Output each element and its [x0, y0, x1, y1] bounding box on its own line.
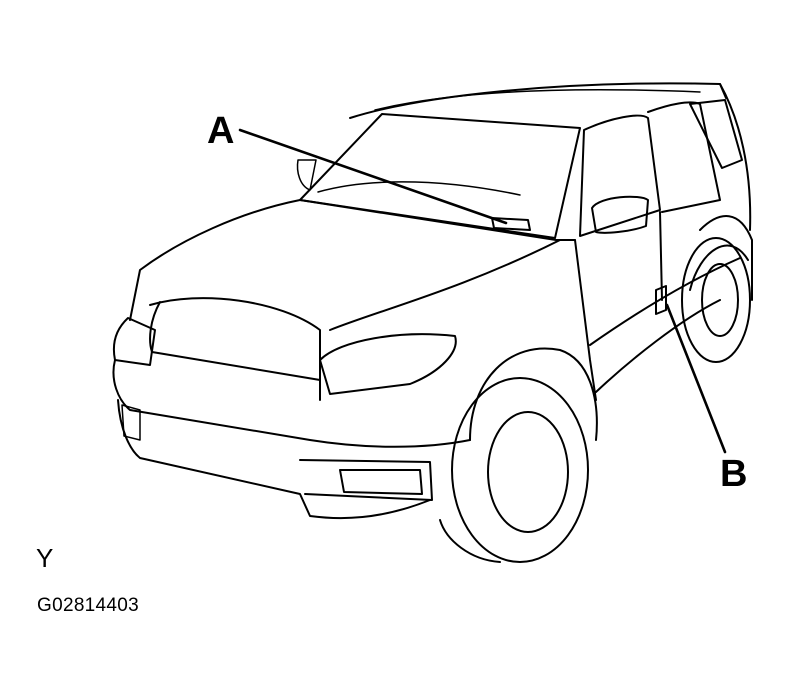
roof-rear	[719, 83, 752, 231]
front-tire-tread	[439, 519, 501, 563]
callout-label-a: A	[207, 110, 235, 152]
headlight-left	[112, 317, 156, 366]
headlight	[319, 333, 457, 395]
callout-label-b: B	[720, 453, 748, 495]
roof-line	[349, 82, 727, 119]
rear-fender	[699, 215, 753, 301]
windshield-inner	[317, 181, 521, 196]
rear-door-window	[647, 101, 721, 213]
front-tire	[451, 377, 589, 563]
fog-lamp-left	[121, 404, 141, 441]
component-a-marker	[491, 217, 531, 231]
a-pillar	[574, 239, 597, 401]
component-b-marker	[655, 285, 667, 315]
windshield	[299, 113, 581, 239]
roof-rack	[374, 89, 701, 111]
quarter-window	[689, 99, 743, 169]
orientation-mark: Y	[36, 543, 54, 573]
door-line	[659, 211, 663, 301]
front-fascia	[112, 359, 471, 448]
figure-code: G02814403	[37, 595, 140, 616]
hood	[129, 199, 301, 321]
bumper	[117, 399, 431, 520]
front-rim	[487, 411, 569, 533]
hood-scoop	[149, 301, 321, 381]
leader-line-b	[665, 303, 727, 454]
rear-rim	[701, 263, 739, 337]
fog-lamp	[339, 469, 423, 495]
side-mirror	[591, 195, 649, 234]
front-door-window	[579, 114, 661, 237]
bumper-lower	[299, 459, 433, 501]
front-wheel-arch	[469, 347, 598, 441]
rear-wheel-arch	[689, 244, 749, 291]
fender-line	[329, 239, 561, 331]
leader-line-a	[238, 128, 508, 225]
rear-tire	[681, 237, 751, 363]
suv-outline-icon	[112, 82, 753, 563]
hood-front-edge	[149, 297, 321, 401]
rocker	[595, 299, 721, 393]
mirror-left	[296, 159, 317, 191]
cowl	[299, 199, 576, 241]
